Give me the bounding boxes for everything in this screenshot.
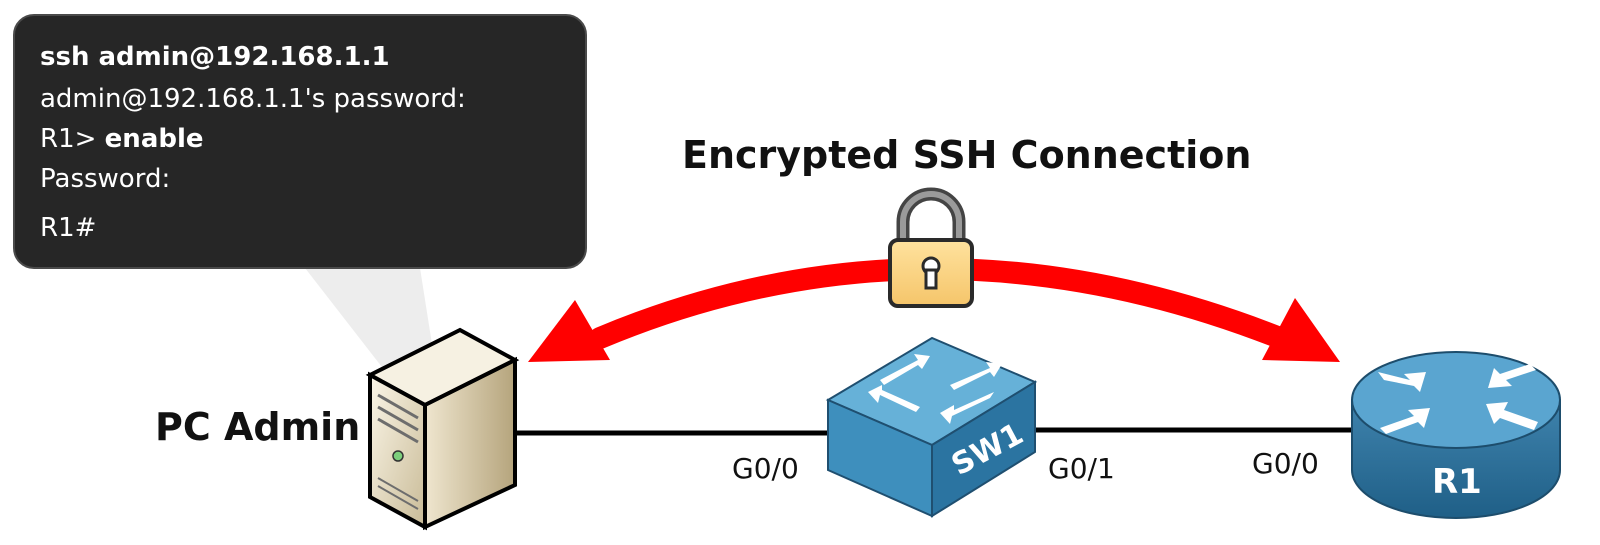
router-r1-icon — [1351, 351, 1561, 519]
connection-title: Encrypted SSH Connection — [682, 133, 1252, 177]
switch-sw1-icon — [825, 336, 1038, 518]
router-r1-label: R1 — [1432, 462, 1482, 502]
pc-admin-icon — [365, 327, 520, 531]
pc-admin-label: PC Admin — [155, 405, 361, 449]
terminal-line-enable: R1> enable — [40, 124, 204, 154]
terminal-line-password-prompt: admin@192.168.1.1's password: — [40, 84, 466, 114]
sw1-interface-g0-1: G0/1 — [1048, 452, 1115, 485]
terminal-line-ssh-command: ssh admin@192.168.1.1 — [40, 42, 390, 72]
terminal-line-privileged-prompt: R1# — [40, 213, 97, 243]
sw1-interface-g0-0: G0/0 — [732, 452, 799, 485]
terminal-line-password: Password: — [40, 164, 171, 194]
terminal-window — [13, 14, 587, 269]
lock-icon — [888, 187, 974, 308]
terminal-enable-command: enable — [104, 124, 204, 154]
arrow-head-left — [528, 300, 610, 362]
terminal-prompt-r1: R1> — [40, 124, 105, 154]
arrow-head-right — [1262, 298, 1340, 362]
r1-interface-g0-0: G0/0 — [1252, 447, 1319, 480]
